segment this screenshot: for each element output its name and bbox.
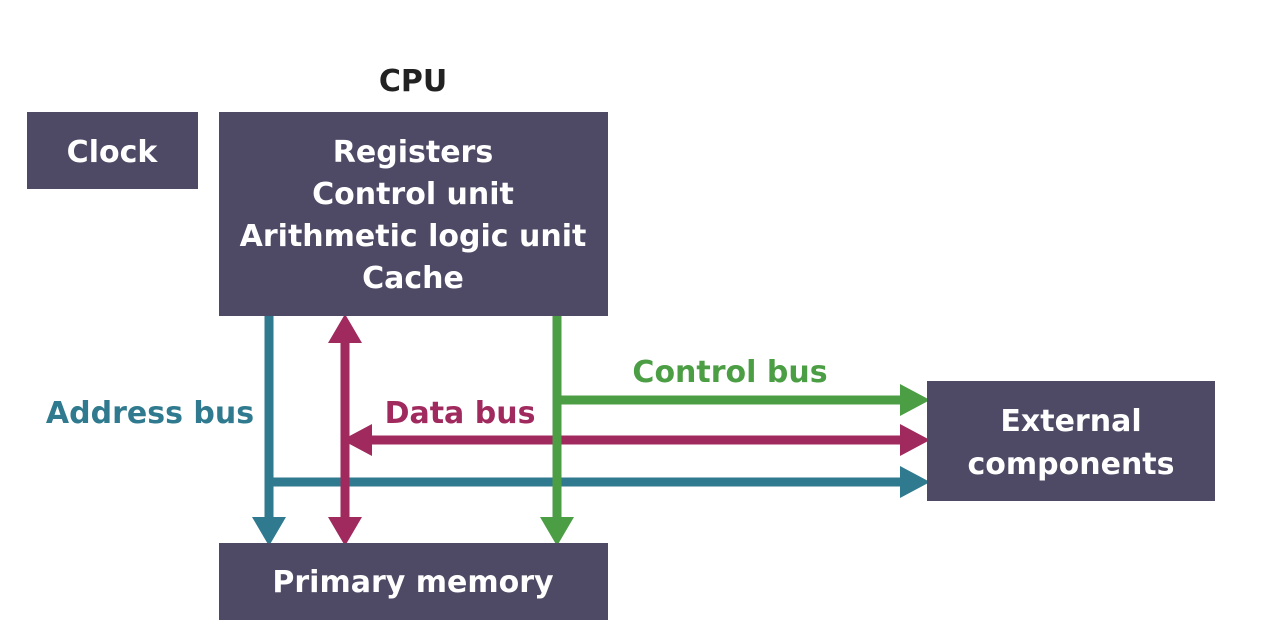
address-bus-label: Address bus (46, 396, 254, 431)
clock-label: Clock (67, 135, 159, 170)
data-bus-lines (328, 314, 930, 546)
address-bus-lines (252, 315, 930, 546)
data-bus-label: Data bus (385, 396, 536, 431)
control-bus-label: Control bus (632, 355, 827, 390)
cpu-component-cache: Cache (362, 261, 464, 296)
external-components-box: External components (927, 381, 1215, 501)
data-bus-arrowhead-memory (328, 517, 362, 546)
address-bus-arrowhead-memory (252, 517, 286, 546)
control-bus-arrowhead-external (900, 384, 930, 416)
cpu-component-registers: Registers (333, 135, 493, 170)
cpu-box: Registers Control unit Arithmetic logic … (219, 112, 608, 316)
cpu-label: CPU (379, 64, 447, 99)
control-bus-arrowhead-memory (540, 517, 574, 546)
primary-memory-box: Primary memory (219, 543, 608, 620)
primary-memory-label: Primary memory (272, 565, 554, 600)
data-bus-arrowhead-cpu (328, 314, 362, 343)
data-bus-arrowhead-external (900, 424, 930, 456)
cpu-component-alu: Arithmetic logic unit (240, 219, 587, 254)
cpu-component-control-unit: Control unit (312, 177, 514, 212)
control-bus-lines (540, 315, 930, 546)
address-bus-arrowhead-external (900, 466, 930, 498)
external-label-line-2: components (968, 447, 1175, 482)
external-label-line-1: External (1000, 404, 1141, 439)
data-bus-arrowhead-left (342, 424, 372, 456)
clock-box: Clock (27, 112, 198, 189)
